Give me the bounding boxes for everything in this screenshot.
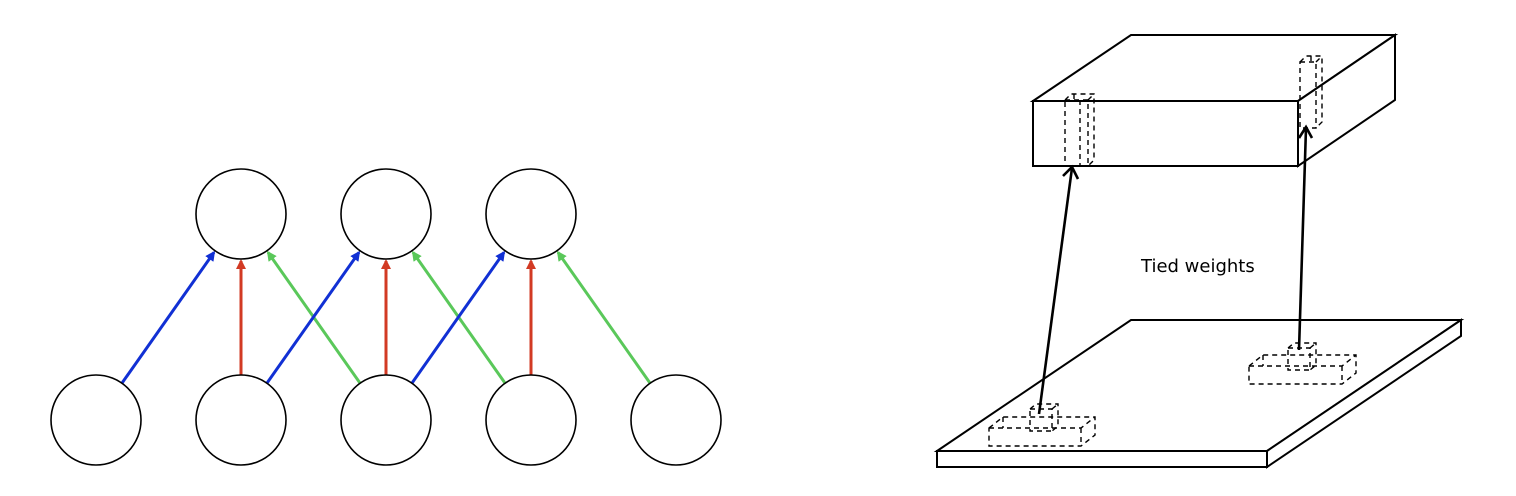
connection-left-arrow-3: [410, 250, 506, 385]
input-node-5: [630, 374, 722, 466]
input-node-4: [485, 374, 577, 466]
tied-weight-arrow-right: [1297, 124, 1314, 351]
input-node-3: [340, 374, 432, 466]
network-nodes: [50, 168, 722, 466]
output-block-side: [1297, 33, 1396, 168]
tied-weights-illustration: Tied weights: [933, 33, 1465, 469]
input-patch-right: [1248, 342, 1357, 385]
input-slab-side: [1266, 318, 1462, 469]
output-block: [1029, 33, 1399, 168]
tied-weight-arrow-left: [1037, 164, 1080, 415]
output-column-left: [1064, 93, 1095, 167]
connection-arrows: [120, 250, 652, 385]
tied-weights-label: Tied weights: [1140, 256, 1255, 277]
input-node-1: [50, 374, 142, 466]
connection-left-arrow-1: [120, 250, 216, 385]
output-block-front: [1032, 100, 1299, 167]
connection-right-arrow-3: [556, 250, 652, 385]
shared-weight-network: [50, 168, 722, 466]
output-node-1: [195, 168, 287, 260]
input-slab-front: [936, 450, 1268, 468]
output-node-3: [485, 168, 577, 260]
input-patch-left: [988, 403, 1096, 447]
output-node-2: [340, 168, 432, 260]
connection-left-arrow-2: [265, 250, 361, 385]
input-node-2: [195, 374, 287, 466]
